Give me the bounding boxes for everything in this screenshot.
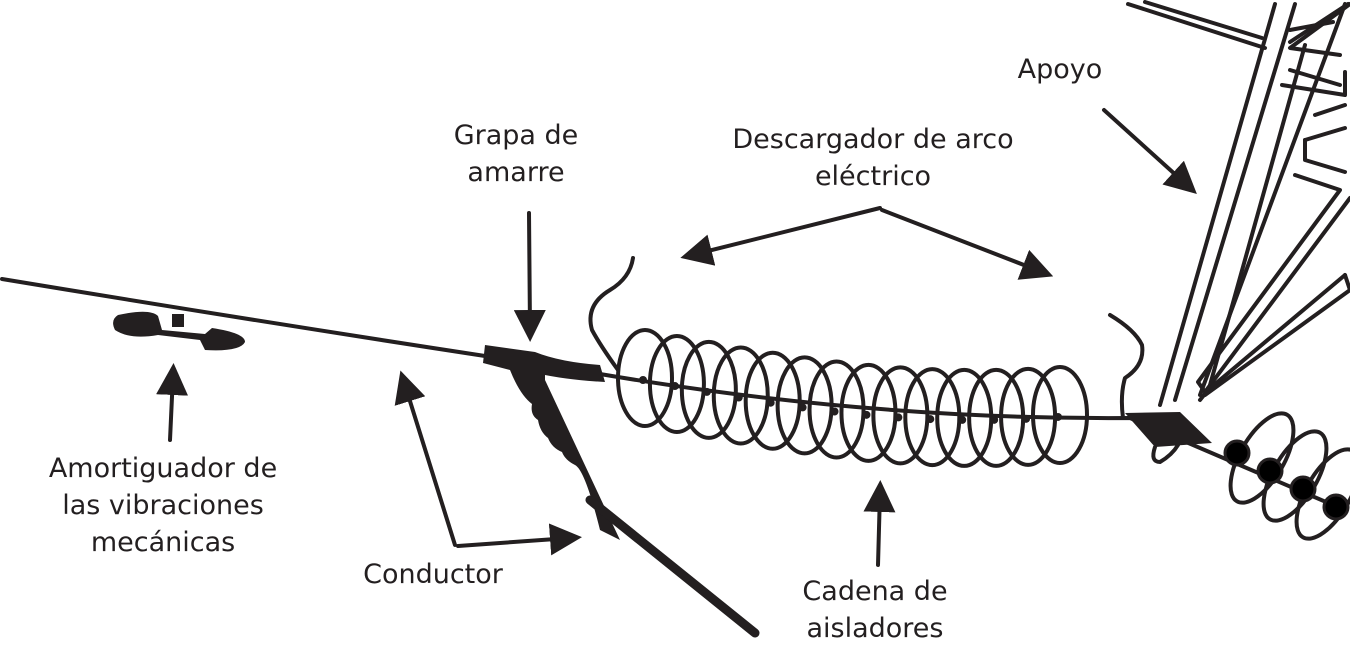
clamp-arrow: [513, 211, 546, 342]
support-arrow: [1102, 108, 1197, 195]
conductor-arrow-up: [394, 370, 457, 547]
tower-side-pin: [1289, 475, 1317, 503]
insulator-pin: [766, 398, 775, 407]
insulator-pin: [862, 410, 871, 419]
tower-support: [1126, 0, 1350, 407]
arrows: [156, 108, 1197, 567]
insulator-pin: [1022, 414, 1031, 423]
insulator-pin: [990, 415, 999, 424]
insulator-arrow: [863, 480, 896, 567]
damper-label-line3: mecánicas: [91, 527, 235, 558]
insulator-label-line1: Cadena de: [802, 576, 947, 607]
insulator-pin: [926, 415, 935, 424]
insulator-disc: [871, 365, 930, 466]
tower-side-pin: [1256, 457, 1284, 485]
damper-label-line2: las vibraciones: [62, 490, 264, 521]
arc-horn-right: [1108, 313, 1145, 420]
arc-horn-label-line1: Descargador de arco: [732, 124, 1013, 155]
insulator-disc: [807, 359, 866, 460]
insulator-pin: [958, 415, 967, 424]
insulator-disc: [903, 367, 962, 468]
insulator-disc: [839, 362, 898, 463]
clamp-label-line2: amarre: [467, 157, 564, 188]
tower-side-pin: [1322, 493, 1350, 521]
insulator-disc: [1031, 364, 1089, 465]
insulator-pin: [798, 403, 807, 412]
conductor-arrow-right: [456, 523, 582, 556]
damper-label-line1: Amortiguador de: [49, 453, 277, 484]
insulator-pin: [734, 393, 743, 402]
tower-side-discs: [1223, 411, 1350, 541]
support-label: Apoyo: [1018, 54, 1103, 85]
insulator-string: [616, 328, 1089, 468]
insulator-disc: [743, 350, 802, 451]
insulator-pin: [670, 382, 679, 391]
conductor-label: Conductor: [363, 559, 504, 590]
clamp-label-line1: Grapa de: [454, 120, 579, 151]
strain-clamp: [483, 345, 760, 638]
insulator-pin: [830, 407, 839, 416]
insulator-pin: [702, 387, 711, 396]
insulator-disc: [616, 328, 674, 428]
conductor-line: [0, 277, 487, 358]
insulator-label-line2: aisladores: [806, 613, 943, 644]
insulator-disc: [775, 355, 834, 456]
insulator-pin: [1054, 412, 1062, 421]
tower-side-pin: [1223, 439, 1251, 467]
insulator-disc: [711, 345, 770, 446]
vibration-damper: [113, 311, 245, 351]
arc-horn-arrow-right: [880, 208, 1054, 280]
arc-horn-label-line2: eléctrico: [815, 161, 931, 192]
arc-horn-arrow-left: [680, 206, 882, 266]
insulator-disc: [647, 334, 706, 435]
insulator-pins: [639, 376, 1062, 424]
insulator-disc: [679, 339, 738, 440]
insulator-pin: [639, 376, 647, 384]
arc-horn-left: [588, 256, 635, 372]
insulator-pin: [894, 413, 903, 422]
damper-arrow: [156, 363, 189, 442]
yoke-plate: [1125, 412, 1212, 464]
